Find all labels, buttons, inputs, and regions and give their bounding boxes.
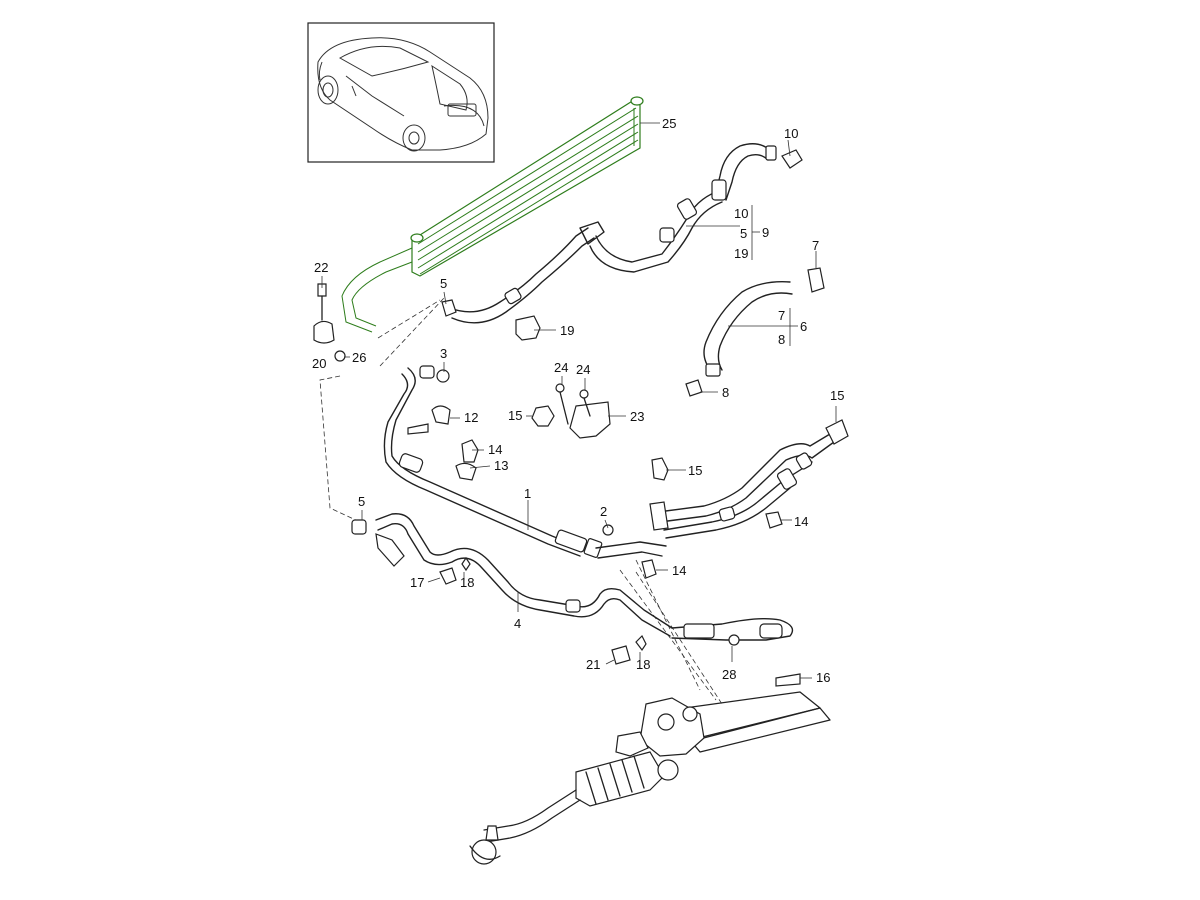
label-16[interactable]: 16 [816, 670, 830, 685]
label-14-right[interactable]: 14 [794, 514, 808, 529]
steering-rack[interactable] [469, 691, 831, 865]
label-18-right[interactable]: 18 [636, 657, 650, 672]
grommet-14a[interactable] [461, 439, 479, 463]
label-22[interactable]: 22 [314, 260, 328, 275]
label-15-left[interactable]: 15 [508, 408, 522, 423]
label-15-right[interactable]: 15 [830, 388, 844, 403]
reservoir-feed-hose[interactable] [711, 143, 803, 201]
label-3[interactable]: 3 [440, 346, 447, 361]
label-23[interactable]: 23 [630, 409, 644, 424]
clamp-13[interactable] [455, 462, 477, 481]
label-24b[interactable]: 24 [576, 362, 590, 377]
label-19-group[interactable]: 19 [734, 246, 748, 261]
label-24a[interactable]: 24 [554, 360, 568, 375]
label-25[interactable]: 25 [662, 116, 676, 131]
hose-6[interactable] [685, 267, 825, 397]
oil-cooler[interactable] [341, 96, 644, 333]
label-4[interactable]: 4 [514, 616, 521, 631]
label-21[interactable]: 21 [586, 657, 600, 672]
label-26[interactable]: 26 [352, 350, 366, 365]
label-5-upper[interactable]: 5 [440, 276, 447, 291]
grommet-14b[interactable] [641, 559, 657, 579]
label-9[interactable]: 9 [762, 225, 769, 240]
label-18-left[interactable]: 18 [460, 575, 474, 590]
o-ring-2[interactable] [602, 524, 614, 536]
label-8-group[interactable]: 8 [778, 332, 785, 347]
label-7-top[interactable]: 7 [812, 238, 819, 253]
grommet-15b[interactable] [651, 457, 669, 481]
label-17[interactable]: 17 [410, 575, 424, 590]
leader-lines [321, 122, 837, 679]
bolt-12[interactable] [407, 423, 429, 435]
label-19[interactable]: 19 [560, 323, 574, 338]
label-28[interactable]: 28 [722, 667, 736, 682]
label-1[interactable]: 1 [524, 486, 531, 501]
cooler-return-hose[interactable] [449, 191, 723, 324]
label-7-group[interactable]: 7 [778, 308, 785, 323]
label-5-lower[interactable]: 5 [358, 494, 365, 509]
grommet-14c[interactable] [765, 511, 783, 529]
label-10-group[interactable]: 10 [734, 206, 748, 221]
clip-5a[interactable] [441, 299, 457, 317]
return-line-4[interactable] [351, 513, 794, 646]
label-14-lower[interactable]: 14 [672, 563, 686, 578]
label-14-upper[interactable]: 14 [488, 442, 502, 457]
nut-15a[interactable] [531, 405, 555, 427]
callout-labels: 25 10 10 5 9 19 22 5 19 7 7 6 8 8 20 26 … [312, 116, 844, 685]
label-15-mid[interactable]: 15 [688, 463, 702, 478]
vehicle-thumbnail [307, 22, 495, 163]
reference-lines [319, 297, 723, 705]
label-20[interactable]: 20 [312, 356, 326, 371]
small-parts [407, 299, 783, 579]
label-13[interactable]: 13 [494, 458, 508, 473]
bracket-23[interactable] [555, 383, 611, 439]
label-10-top[interactable]: 10 [784, 126, 798, 141]
label-5-group[interactable]: 5 [740, 226, 747, 241]
label-12[interactable]: 12 [464, 410, 478, 425]
bracket-19[interactable] [515, 315, 541, 341]
label-8[interactable]: 8 [722, 385, 729, 400]
pump-lines-right[interactable] [649, 419, 849, 539]
car-silhouette-icon [317, 37, 489, 152]
label-6[interactable]: 6 [800, 319, 807, 334]
clamp-22-20-26[interactable] [313, 283, 346, 362]
clamps-17-18-21[interactable] [439, 556, 801, 687]
label-2[interactable]: 2 [600, 504, 607, 519]
clamp-12[interactable] [431, 405, 451, 425]
pressure-line-1[interactable] [383, 365, 667, 559]
